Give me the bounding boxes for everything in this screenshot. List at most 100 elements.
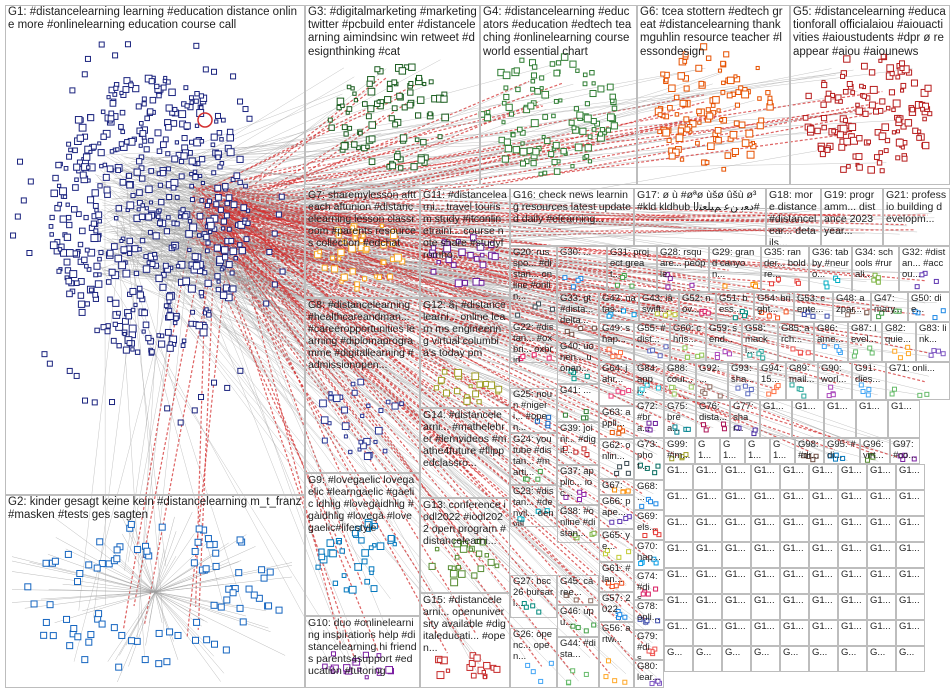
g5-node — [909, 106, 916, 113]
g1-node — [103, 186, 111, 194]
group-label-g75: G75: brea... — [667, 401, 691, 434]
group-label-g85: G85: arch... — [781, 323, 810, 345]
g2-node — [49, 632, 57, 640]
g1-node — [87, 114, 95, 122]
g1-node — [228, 237, 235, 244]
g1-node — [118, 124, 124, 130]
g3-node — [384, 96, 392, 104]
g1-node — [72, 147, 78, 154]
g5-node — [922, 116, 927, 122]
group-label-g17: G17: ø ù #øªø ùšø ûšù ø³ #kld kldhub ﺩﻌﺑ… — [637, 189, 760, 213]
graph-edge-inter — [198, 106, 870, 233]
g1-node — [63, 166, 69, 171]
group-label-g71: G71: onli... — [889, 363, 935, 374]
graph-edge — [149, 183, 441, 477]
group-box-g34: G34: schools #rurali... — [852, 246, 899, 292]
g4-node — [520, 141, 525, 146]
g1-node — [48, 224, 54, 229]
g1-node — [136, 199, 143, 206]
graph-edge — [145, 241, 591, 658]
g1-node — [76, 134, 84, 142]
g1-node — [198, 156, 206, 163]
mini-group-cell: G1... — [722, 490, 751, 516]
mini-group-label: G1... — [696, 491, 717, 502]
group-box-g5: G5: #distancelearning #educationforall o… — [790, 5, 950, 185]
g6-node — [710, 103, 716, 108]
g1-node — [147, 108, 154, 115]
mini-group-cell: G1... — [664, 490, 693, 516]
g1-outer-node — [198, 394, 205, 401]
graph-edge — [154, 584, 224, 593]
g5-node — [842, 88, 849, 95]
g4-node — [530, 119, 539, 128]
mini-group-label: G1... — [696, 465, 717, 476]
g1-node — [128, 82, 134, 89]
g1-node — [74, 280, 80, 286]
graph-edge — [154, 591, 271, 632]
group-label-g2: G2: kinder gesagt keine kein #distancele… — [8, 496, 302, 522]
g1-node — [123, 77, 131, 85]
mini-group-label: G1... — [725, 543, 746, 554]
mini-group-label: G... — [899, 647, 915, 658]
g1-node — [108, 110, 115, 117]
g1-node — [216, 130, 223, 136]
group-box-g28: G28: rsquare... people... — [657, 246, 709, 292]
graph-edge — [153, 172, 856, 354]
group-box-g65: G65: ye... — [599, 529, 634, 562]
g4-node — [568, 119, 575, 126]
g1-node — [165, 151, 171, 157]
graph-edge-inter — [203, 205, 648, 525]
group-box-g91: G91: dies... — [852, 362, 886, 400]
mini-group-label: G1... — [870, 621, 891, 632]
g7-node — [348, 244, 356, 253]
g1-outer-node — [266, 248, 273, 255]
g5-node — [900, 145, 905, 150]
g6-node — [700, 43, 708, 51]
g1-outer-node — [279, 268, 286, 275]
g7-node — [386, 273, 393, 280]
g4-node — [576, 111, 584, 119]
g2-node — [155, 660, 163, 668]
g1-outer-node — [26, 250, 33, 257]
mini-group-label: G1... — [841, 491, 862, 502]
g1-node — [170, 120, 178, 127]
g4-node — [582, 81, 588, 87]
g5-node — [900, 88, 905, 93]
mini-group-cell: G1... — [867, 542, 896, 568]
graph-edge — [133, 250, 649, 561]
mini-group-label: G... — [667, 647, 683, 658]
g5-node — [820, 101, 827, 108]
group-label-g48: G48: azpar... — [836, 293, 865, 315]
g1-node — [122, 269, 131, 278]
graph-edge-inter — [198, 117, 715, 221]
g1-node — [181, 135, 188, 142]
g2-node — [245, 585, 253, 593]
mini-group-cell: G1... — [809, 464, 838, 490]
g4-node — [606, 83, 614, 91]
group-box-g59: G59: send... — [706, 322, 742, 362]
mini-group-label: G1... — [667, 465, 688, 476]
graph-edge-inter — [222, 239, 448, 654]
g1-node — [86, 196, 95, 204]
g6-node — [716, 108, 721, 113]
g1-node — [133, 168, 141, 176]
group-box-g26: G26: openc... open... — [510, 628, 557, 688]
group-box-g6: G6: tcea stottern #edtech great #distanc… — [637, 5, 790, 185]
g7-node — [380, 242, 387, 249]
g1-outer-node — [10, 232, 17, 239]
g2-node — [258, 566, 266, 574]
mini-group-label: G1... — [812, 595, 833, 606]
g2-node — [118, 631, 126, 639]
group-label-g69: G69: els... — [637, 511, 661, 533]
mini-group-label: G1... — [754, 491, 775, 502]
g4-node — [605, 127, 612, 133]
g5-node — [824, 95, 832, 103]
g1-node — [240, 204, 248, 211]
graph-edge — [97, 92, 562, 271]
group-box-g77: G77: shar... — [730, 400, 760, 438]
g3-node — [328, 124, 335, 131]
g4-node — [530, 86, 535, 92]
group-box-g48: G48: azpar... — [833, 292, 871, 322]
g3-node — [422, 81, 427, 87]
group-box-g38: G38: #online #distan... — [557, 505, 599, 543]
